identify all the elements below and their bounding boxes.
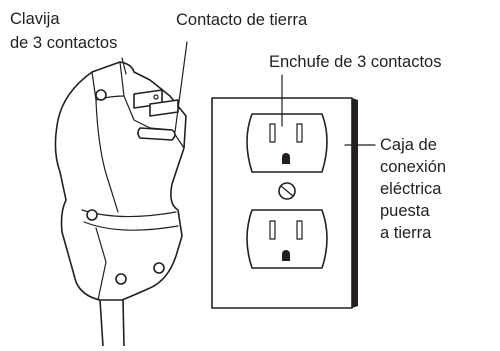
cord-wire-right [122, 299, 125, 347]
prong-rivet [153, 94, 159, 100]
box-label-line3: eléctrica [380, 180, 442, 198]
center-screw [278, 182, 296, 200]
plug-hole-bottom-right [153, 262, 165, 274]
labels: Clavija de 3 contactos Contacto de tierr… [10, 10, 446, 242]
plug-label-line1: Clavija [10, 10, 60, 28]
grip-ridge-lower [83, 221, 179, 231]
ground-pin-label: Contacto de tierra [176, 11, 308, 29]
three-prong-plug [54, 61, 187, 347]
box-label-line4: puesta [380, 202, 430, 220]
ground-hole [282, 153, 290, 164]
receptacle-top [246, 113, 328, 173]
plug-label-line2: de 3 contactos [10, 34, 117, 52]
receptacle-face [246, 113, 328, 173]
slot-neutral [269, 220, 276, 240]
receptacle-bottom [246, 209, 328, 269]
grip-fold [95, 227, 107, 301]
outlet-label: Enchufe de 3 contactos [269, 53, 441, 71]
receptacle-face [246, 209, 328, 269]
plug-hole-mid [86, 209, 98, 221]
leader-plug [121, 57, 127, 75]
slot-neutral [269, 123, 276, 143]
plug-hole-bottom-left [115, 273, 127, 285]
slot-hot [296, 220, 303, 240]
slot-hot [296, 123, 303, 143]
box-label-line2: conexión [380, 158, 446, 176]
leader-ground-pin [174, 41, 188, 133]
box-label-line1: Caja de [380, 136, 437, 154]
plug-hole-top [95, 89, 107, 101]
screw-slot [280, 185, 294, 197]
leader-lines [121, 41, 376, 146]
cord-wire-left [99, 299, 104, 347]
ground-pin [137, 127, 176, 141]
wall-outlet-box [211, 97, 358, 309]
plug-body [54, 61, 187, 301]
plug-face-edge [91, 71, 119, 213]
box-label-line5: a tierra [380, 224, 432, 242]
ground-hole [282, 250, 290, 261]
outlet-box-edge [352, 98, 358, 308]
